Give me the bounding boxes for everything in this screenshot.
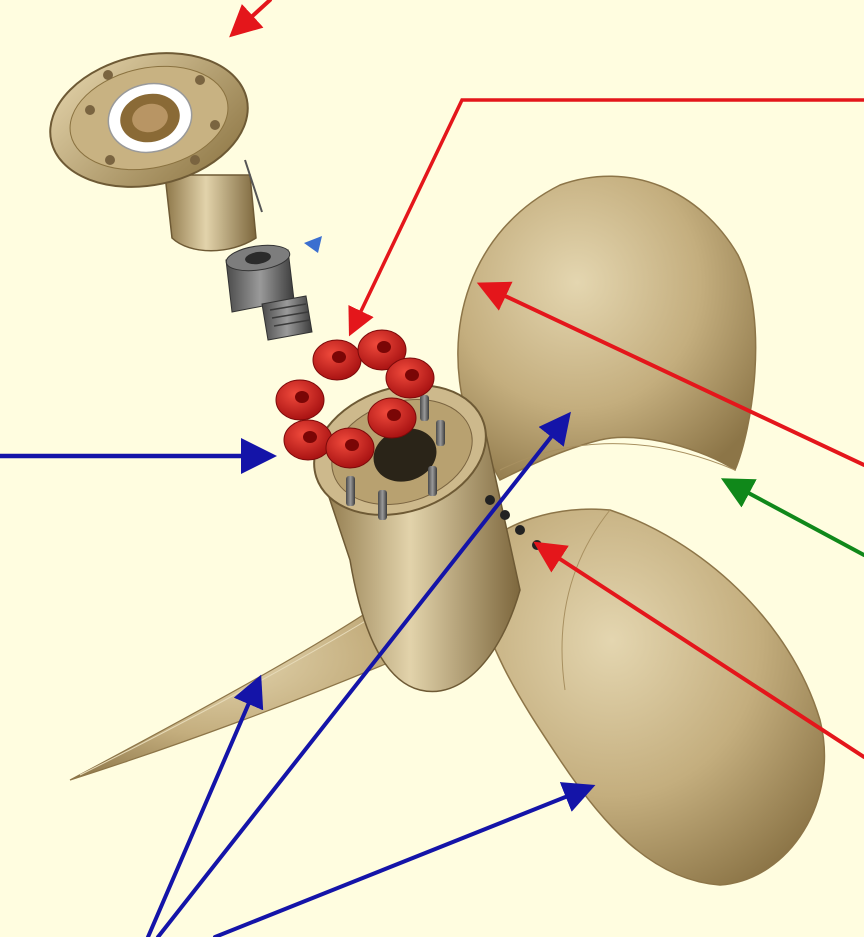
blue-arrow-blade-lower: [215, 788, 588, 937]
bushing: [326, 428, 374, 468]
bronze-flange-hub: [38, 36, 262, 251]
propeller-blade-upper: [458, 176, 756, 480]
bushing: [313, 340, 361, 380]
threaded-adapter-nut: [225, 242, 312, 340]
green-arrow-blade-tip: [728, 482, 864, 555]
blue-triangle-marker: [304, 236, 322, 253]
bushing: [386, 358, 434, 398]
bushing: [368, 398, 416, 438]
bushing: [284, 420, 332, 460]
bushing: [276, 380, 324, 420]
red-arrow-flange: [235, 0, 270, 32]
